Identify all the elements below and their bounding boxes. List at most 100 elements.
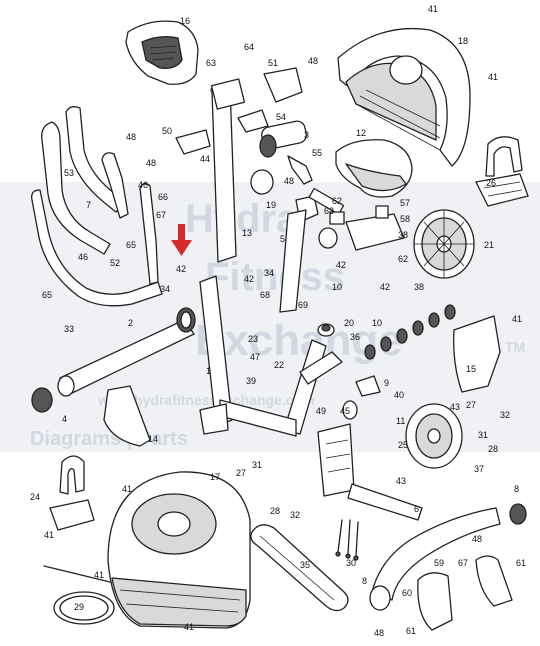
callout-label: 53 [64,168,74,178]
callout-label: 45 [340,406,350,416]
callout-labels: 41 18 41 16 64 63 51 48 48 50 54 3 12 48… [30,4,526,638]
callout-label: 6 [414,504,419,514]
callout-label: 8 [362,576,367,586]
part-console [125,20,199,85]
callout-label: 7 [86,200,91,210]
part-seat-slider [318,205,405,251]
callout-label: 33 [64,324,74,334]
callout-label: 68 [260,290,270,300]
callout-label: 13 [242,228,252,238]
callout-label: 61 [406,626,416,636]
watermark-url: www.hydrafitnessexchange.com [97,392,315,408]
callout-label: 54 [276,112,286,122]
callout-label: 39 [246,376,256,386]
callout-label: 14 [148,434,158,444]
callout-label: 18 [458,36,468,46]
callout-label: 58 [400,214,410,224]
callout-label: 42 [380,282,390,292]
callout-label: 41 [512,314,522,324]
callout-label: 1 [206,366,211,376]
callout-label: 43 [450,402,460,412]
watermark-line-1: Hydra [185,197,299,241]
part-tension-knob [175,67,313,195]
callout-label: 10 [332,282,342,292]
callout-label: 50 [162,126,172,136]
callout-label: 41 [122,484,132,494]
callout-label: 48 [308,56,318,66]
part-leveling-bolts [335,519,359,561]
callout-label: 31 [252,460,262,470]
callout-label: 27 [236,468,246,478]
callout-label: 41 [488,72,498,82]
callout-label: 11 [396,416,405,426]
callout-label: 38 [414,282,424,292]
callout-label: 41 [94,570,104,580]
callout-label: 63 [324,206,334,216]
callout-label: 64 [244,42,254,52]
callout-label: 28 [270,506,280,516]
callout-label: 5 [280,234,285,244]
callout-label: 16 [180,16,190,26]
watermark-line-2: Fitness [205,255,345,299]
callout-label: 48 [284,176,294,186]
callout-label: 63 [206,58,216,68]
part-left-pedal [49,455,95,531]
callout-label: 20 [344,318,354,328]
part-tension-cable [43,565,115,625]
callout-label: 34 [160,284,170,294]
callout-label: 24 [30,492,40,502]
callout-label: 41 [184,622,194,632]
callout-label: 47 [250,352,260,362]
callout-label: 51 [268,58,278,68]
part-crank-bearings [364,304,456,360]
part-rear-stabilizer [347,483,527,611]
callout-label: 42 [244,274,254,284]
callout-label: 65 [42,290,52,300]
callout-label: 69 [298,300,308,310]
callout-label: 36 [350,332,360,342]
callout-label: 38 [398,230,408,240]
callout-label: 25 [398,440,408,450]
part-main-frame [199,275,343,437]
part-right-pedal [475,136,529,207]
arrow-label: 42 [176,264,186,274]
callout-label: 46 [78,252,88,262]
callout-label: 3 [304,130,309,140]
callout-label: 41 [44,530,54,540]
part-drive-belt [250,524,349,612]
callout-label: 32 [290,510,300,520]
callout-label: 10 [372,318,382,328]
callout-label: 62 [398,254,408,264]
watermark-footer: Diagrams | Parts [30,428,188,450]
callout-label: 17 [210,472,220,482]
part-front-stabilizer [31,307,196,413]
callout-label: 40 [394,390,404,400]
callout-label: 35 [300,560,310,570]
part-rear-covers [417,555,513,631]
callout-label: 43 [396,476,406,486]
part-drive-pulley [413,209,475,279]
callout-label: 32 [500,410,510,420]
callout-label: 62 [332,196,342,206]
part-seat-post [279,187,345,313]
callout-label: 44 [200,154,210,164]
callout-label: 22 [274,360,284,370]
callout-label: 2 [128,318,133,328]
callout-label: 46 [138,180,148,190]
callout-label: 48 [374,628,384,638]
watermark-trademark: TM [505,339,525,355]
callout-label: 9 [384,378,389,388]
part-seat [335,139,413,198]
callout-label: 12 [356,128,366,138]
callout-label: 61 [516,558,526,568]
callout-label: 60 [402,588,412,598]
callout-label: 37 [474,464,484,474]
callout-label: 31 [478,430,488,440]
callout-label: 15 [466,364,476,374]
callout-label: 57 [400,198,410,208]
callout-label: 4 [62,414,67,424]
callout-label: 23 [248,334,258,344]
part-left-shroud [107,471,251,629]
